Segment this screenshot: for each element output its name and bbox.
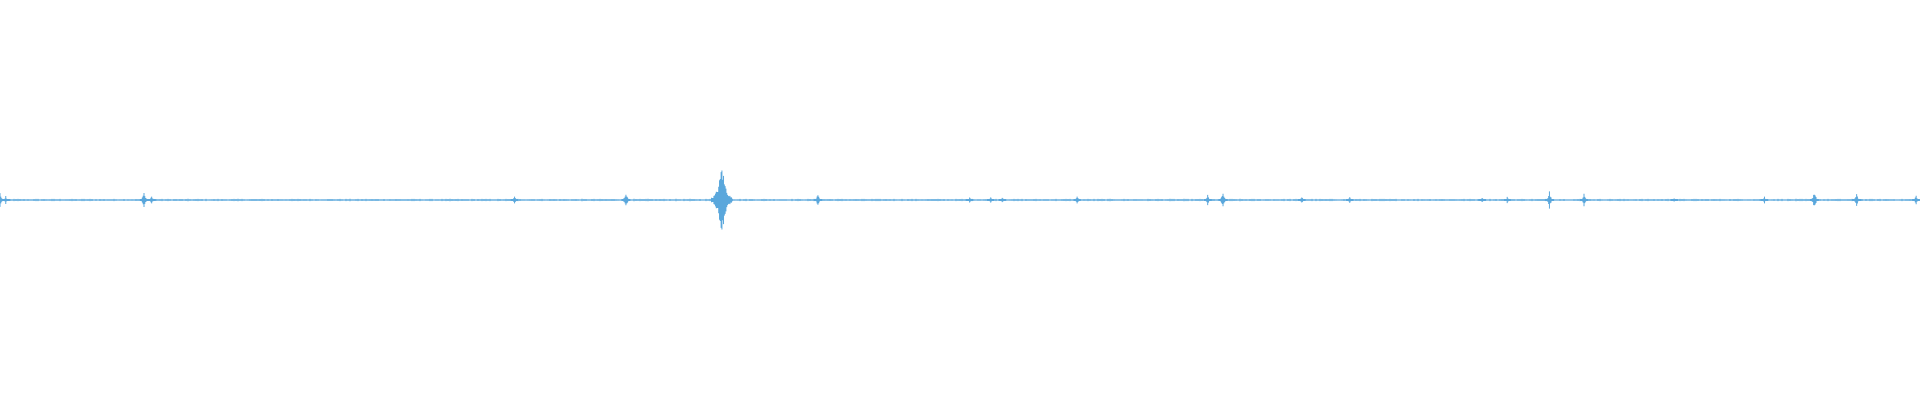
waveform-peak	[1218, 193, 1228, 207]
waveform-samples	[0, 198, 1919, 202]
waveform-peak	[813, 195, 823, 205]
waveform-peak	[510, 196, 519, 204]
waveform-peak	[1073, 196, 1081, 204]
waveform-peak	[1346, 197, 1354, 203]
waveform-peak	[1809, 194, 1819, 206]
waveform-peak	[1298, 197, 1306, 203]
waveform-peak	[147, 196, 156, 204]
waveform-peak	[1478, 198, 1486, 202]
waveform-peak	[1544, 191, 1554, 209]
waveform-peak	[1579, 193, 1589, 207]
waveform-peak	[1852, 194, 1862, 206]
waveform-peak	[1503, 196, 1511, 204]
waveform-peak	[139, 193, 149, 207]
waveform-peak	[987, 197, 995, 203]
waveform-noise	[0, 198, 1919, 202]
waveform-peak	[711, 170, 733, 230]
waveform-peaks	[0, 170, 1920, 230]
waveform-peak	[1912, 195, 1920, 205]
waveform-peak	[998, 197, 1006, 203]
waveform-peak	[1670, 198, 1678, 202]
waveform-peak	[1760, 196, 1769, 204]
waveform-peak	[621, 194, 631, 206]
waveform-peak	[965, 197, 974, 203]
waveform-peak	[2, 196, 10, 204]
waveform-peak	[1203, 194, 1212, 206]
